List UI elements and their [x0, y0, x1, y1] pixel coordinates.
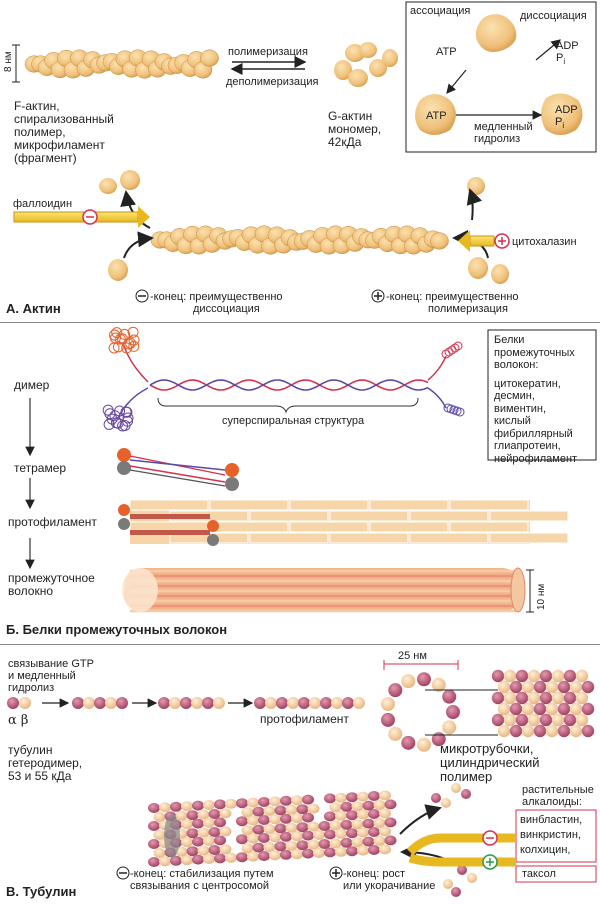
cytochalasin-arrow: [458, 230, 510, 252]
free-tubulin-dimers: [431, 783, 477, 897]
polymerization-label: полимеризация: [228, 46, 308, 58]
divider-a: [0, 322, 600, 323]
divider-b: [0, 644, 600, 645]
actin-monomer-top: [475, 14, 517, 52]
if-protofilament: [118, 499, 569, 546]
actin-adp-monomer: [541, 93, 583, 135]
plus-end-label: -конец: преимущественно полимеризация: [386, 291, 519, 315]
dimer-label: димер: [14, 378, 50, 392]
scale-label-25nm: 25 нм: [398, 650, 427, 662]
intermediate-fiber: [122, 567, 526, 613]
tubulin-protofilament-label: протофиламент: [260, 712, 349, 726]
actin-atp-monomer: [415, 94, 456, 135]
alpha-beta-label: α β: [8, 713, 29, 728]
dimer-molecule: [102, 326, 465, 432]
depolymerization-label: деполимеризация: [226, 76, 319, 88]
actin-filament: [150, 225, 449, 255]
f-actin-fragment: [24, 49, 219, 79]
free-actin-monomers: [99, 170, 509, 284]
atp-label-inner: ATP: [426, 110, 447, 122]
tetramer-label: тетрамер: [14, 461, 67, 475]
microtubule-segment: [491, 669, 595, 738]
phalloidin-arrow: [13, 206, 150, 228]
section-title-tubulin: В. Тубулин: [6, 884, 77, 899]
alkaloid-arrow: [406, 830, 516, 856]
if-proteins-box: [487, 329, 597, 461]
tubulin-dimers: [7, 697, 31, 709]
section-title-intermediate: Б. Белки промежуточных волокон: [6, 622, 228, 637]
coiled-coil-label: суперспиральная структура: [222, 415, 365, 427]
scale-label-8nm: 8 нм: [3, 51, 14, 72]
cytochalasin-label: цитохалазин: [512, 236, 577, 248]
g-actin-monomers: [334, 42, 398, 87]
alkaloids-list: винбластин,винкристин,колхицин,: [520, 814, 583, 856]
scale-label-10nm: 10 нм: [536, 583, 547, 610]
protofilament-label: протофиламент: [8, 515, 97, 529]
microtubule-cross-section: [380, 672, 460, 752]
microtubule-large: [148, 790, 397, 867]
association-label: ассоциация: [410, 5, 471, 17]
section-title-actin: А. Актин: [6, 301, 61, 316]
taxol-arrow: [408, 853, 516, 870]
atp-label-top: ATP: [436, 46, 457, 58]
coiled-coil-bracket: [157, 397, 419, 414]
tubulin-oligomer: [72, 697, 128, 709]
taxol-label: таксол: [522, 868, 556, 880]
tetramer-molecule: [117, 448, 239, 491]
phalloidin-label: фаллоидин: [13, 198, 73, 210]
dissociation-label: диссоциация: [520, 10, 587, 22]
tubulin-oligomer-long: [158, 697, 225, 709]
tubulin-protofilament: [254, 697, 365, 709]
minus-end-label: -конец: преимущественно диссоциация: [150, 291, 283, 315]
taxol-box: [515, 865, 597, 883]
alkaloids-box: [515, 809, 597, 863]
